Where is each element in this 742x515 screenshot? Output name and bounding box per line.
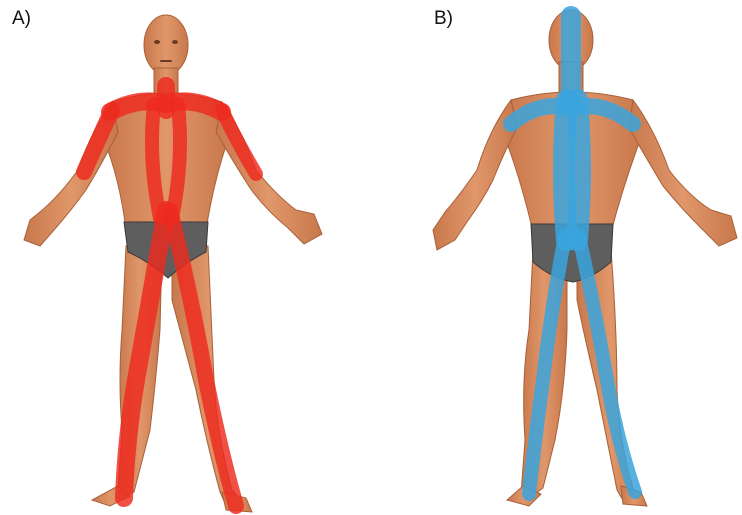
band-right-torso [172,104,180,218]
front-body-figure [0,0,371,515]
band-left-torso [152,104,160,218]
band-shoulders [110,101,222,112]
panel-front-view: A) [0,0,371,515]
back-body-figure [371,0,742,515]
band-spine-left [564,100,567,240]
panel-back-view: B) [371,0,742,515]
head [144,15,188,75]
back-right-arm [629,100,737,246]
band-spine-right [577,100,580,240]
